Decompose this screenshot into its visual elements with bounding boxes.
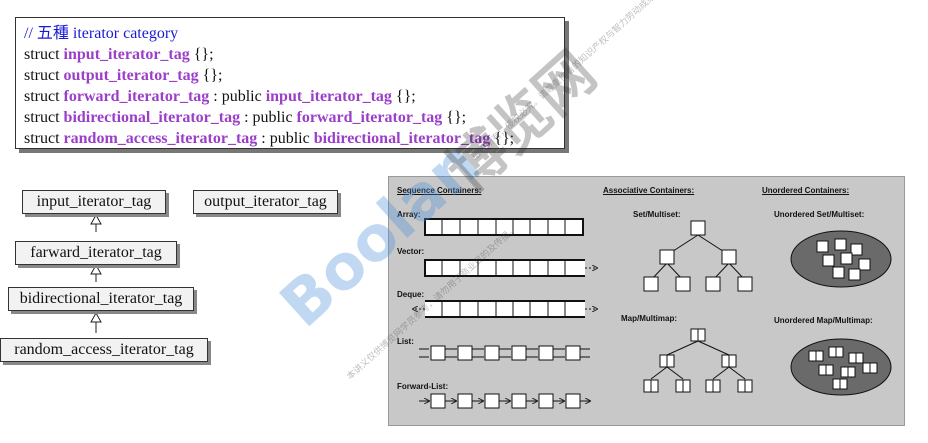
code-body: {}; xyxy=(442,109,467,126)
keyword-struct: struct xyxy=(24,67,60,84)
array-label: Array: xyxy=(397,210,421,219)
array-diagram xyxy=(424,218,584,236)
map-label: Map/Multimap: xyxy=(621,314,677,323)
code-tag-forward: forward_iterator_tag xyxy=(63,88,210,105)
vector-label: Vector: xyxy=(397,247,425,256)
code-line-bidirectional: struct bidirectional_iterator_tag : publ… xyxy=(24,107,564,128)
code-tag-random-access: random_access_iterator_tag xyxy=(63,130,258,147)
code-tag-input: input_iterator_tag xyxy=(63,46,190,63)
code-body: {}; xyxy=(391,88,416,105)
list-diagram xyxy=(419,345,590,361)
vector-diagram xyxy=(424,259,597,277)
code-line-input: struct input_iterator_tag {}; xyxy=(24,44,564,65)
keyword-struct: struct xyxy=(24,46,60,63)
box-bidirectional-iterator-tag: bidirectional_iterator_tag xyxy=(8,287,194,311)
keyword-public: : public xyxy=(257,130,314,147)
code-box: // 五種 iterator category struct input_ite… xyxy=(15,17,565,149)
keyword-struct: struct xyxy=(24,130,60,147)
keyword-public: : public xyxy=(209,88,266,105)
unordered-map-label: Unordered Map/Multimap: xyxy=(774,316,873,325)
code-comment: // 五種 iterator category xyxy=(24,25,179,42)
set-label: Set/Multiset: xyxy=(633,210,681,219)
box-random-access-iterator-tag: random_access_iterator_tag xyxy=(0,338,208,362)
code-body: {}; xyxy=(490,130,515,147)
code-body: {}; xyxy=(189,46,214,63)
code-base-input: input_iterator_tag xyxy=(265,88,392,105)
unordered-set-label: Unordered Set/Multiset: xyxy=(774,210,865,219)
hierarchy-connectors xyxy=(90,213,102,333)
code-line-random-access: struct random_access_iterator_tag : publ… xyxy=(24,128,564,149)
list-label: List: xyxy=(397,337,414,346)
containers-panel: Sequence Containers: Associative Contain… xyxy=(388,176,905,426)
code-base-bidirectional: bidirectional_iterator_tag xyxy=(313,130,491,147)
unordered-map-diagram xyxy=(790,338,892,396)
map-tree-diagram xyxy=(643,328,753,393)
box-input-iterator-tag: input_iterator_tag xyxy=(22,190,166,214)
deque-diagram xyxy=(413,300,597,318)
code-line-forward: struct forward_iterator_tag : public inp… xyxy=(24,86,564,107)
forward-list-diagram xyxy=(419,393,590,409)
keyword-struct: struct xyxy=(24,109,60,126)
code-body: {}; xyxy=(198,67,223,84)
code-tag-bidirectional: bidirectional_iterator_tag xyxy=(63,109,241,126)
forward-list-label: Forward-List: xyxy=(397,382,449,391)
code-tag-output: output_iterator_tag xyxy=(63,67,199,84)
set-tree-diagram xyxy=(643,220,753,292)
sequence-containers-title: Sequence Containers: xyxy=(397,186,482,195)
keyword-public: : public xyxy=(240,109,297,126)
deque-label: Deque: xyxy=(397,290,425,299)
code-line-output: struct output_iterator_tag {}; xyxy=(24,65,564,86)
code-base-forward: forward_iterator_tag xyxy=(296,109,443,126)
unordered-containers-title: Unordered Containers: xyxy=(762,186,850,195)
associative-containers-title: Associative Containers: xyxy=(603,186,695,195)
container-drawings xyxy=(389,218,892,409)
box-forward-iterator-tag: farward_iterator_tag xyxy=(15,241,177,265)
unordered-set-diagram xyxy=(790,230,892,288)
keyword-struct: struct xyxy=(24,88,60,105)
code-comment-line: // 五種 iterator category xyxy=(24,23,564,44)
box-output-iterator-tag: output_iterator_tag xyxy=(193,190,338,214)
